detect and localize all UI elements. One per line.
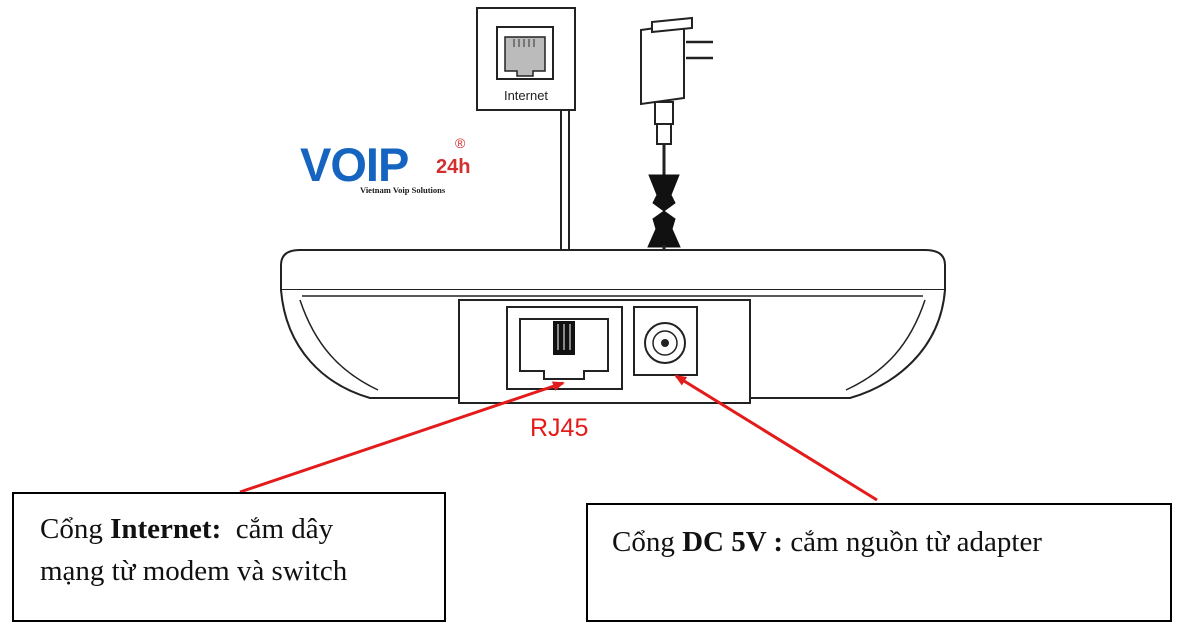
logo-brand: VOIP [300,138,408,191]
internet-callout-line1: Cổng Internet: cắm dây [40,508,444,550]
dc-callout-bold2: 5V : [731,526,784,558]
power-adapter-icon [640,16,713,318]
internet-callout-prefix: Cổng [40,513,111,545]
internet-callout-line2: mạng từ modem và switch [40,555,348,588]
wall-socket-label: Internet [504,88,548,103]
arrow-to-dc [674,374,878,502]
device-base [280,249,946,404]
rj45-label: RJ45 [530,414,589,442]
dc-callout-rest: cắm nguồn từ adapter [783,526,1042,558]
logo-suffix: 24h [436,156,470,178]
internet-callout-rest: cắm dây [221,513,334,545]
dc-jack-icon [633,306,698,376]
dc-callout-prefix: Cổng [612,526,683,558]
rj45-socket-icon [496,26,554,80]
rj45-port [506,306,623,390]
dc-callout-line: Cổng DC 5V : cắm nguồn từ adapter [612,521,1170,563]
arrow-to-rj45 [239,381,565,494]
dc-callout-bold1: DC [682,526,724,558]
logo-registered: ® [455,135,466,151]
logo: VOIP 24h ® Vietnam Voip Solutions [300,135,470,195]
logo-tagline: Vietnam Voip Solutions [360,185,446,195]
wall-socket: Internet [476,7,576,111]
internet-callout-bold: Internet: [110,513,222,545]
internet-callout: Cổng Internet: cắm dây mạng từ modem và … [12,492,446,622]
dc-callout: Cổng DC 5V : cắm nguồn từ adapter [586,503,1172,622]
